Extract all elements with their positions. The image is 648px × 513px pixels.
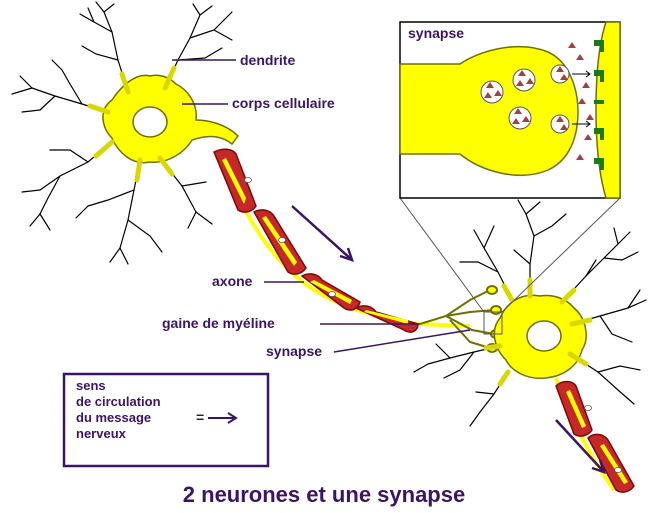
inset-title: synapse <box>408 25 464 41</box>
legend-line-1: sens <box>76 378 106 393</box>
neuron-2-axon <box>556 378 634 492</box>
legend-line-2: de circulation <box>76 394 161 409</box>
neuron-2-nucleus <box>527 321 561 351</box>
synapse-inset: synapse <box>400 22 620 198</box>
label-axon: axone <box>212 273 253 289</box>
postsynaptic-membrane <box>596 22 620 198</box>
page-title: 2 neurones et une synapse <box>183 482 465 507</box>
neuron-1-cell-body <box>90 68 238 180</box>
signal-direction-arrow-1 <box>292 206 352 260</box>
legend-equals: = <box>196 409 204 425</box>
label-synapse: synapse <box>266 343 322 359</box>
label-dendrite: dendrite <box>240 52 295 68</box>
neuron-1-nucleus <box>133 107 167 137</box>
legend-line-4: nerveux <box>76 426 127 441</box>
myelin-sheath <box>214 149 418 332</box>
axon-terminals <box>420 286 501 352</box>
legend-box: sens de circulation du message nerveux = <box>64 374 268 466</box>
label-cell-body: corps cellulaire <box>232 95 335 111</box>
label-myelin: gaine de myéline <box>162 315 275 331</box>
legend-line-3: du message <box>76 410 151 425</box>
